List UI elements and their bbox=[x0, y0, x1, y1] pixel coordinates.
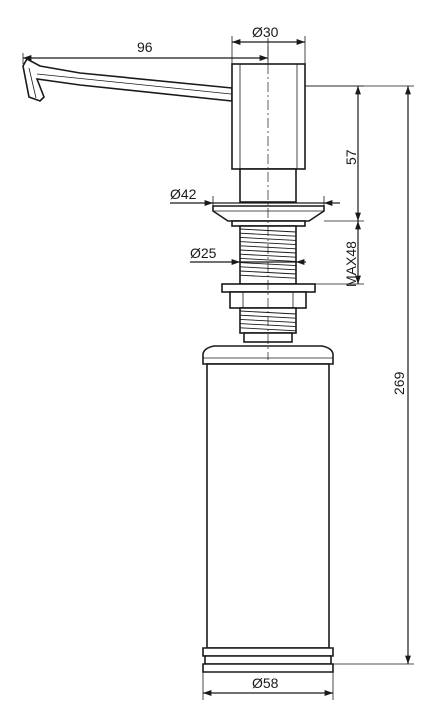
dim-bottle-diameter: Ø58 bbox=[202, 672, 334, 700]
nut-assembly bbox=[221, 283, 316, 334]
dim-label-thread-diameter: Ø25 bbox=[190, 245, 217, 261]
bottle bbox=[202, 332, 334, 673]
dim-label-head-diameter: Ø30 bbox=[252, 24, 279, 40]
dim-label-96: 96 bbox=[137, 39, 153, 55]
dim-total-height: 269 bbox=[305, 85, 414, 665]
dim-head-diameter: Ø30 bbox=[231, 24, 306, 64]
dim-head-height: 57 bbox=[305, 85, 364, 222]
thread-line bbox=[239, 236, 297, 241]
dim-label-flange-diameter: Ø42 bbox=[170, 186, 197, 202]
thread-line bbox=[239, 270, 297, 275]
dim-label-max48: MAX48 bbox=[343, 241, 359, 287]
dim-label-269: 269 bbox=[391, 371, 407, 395]
thread-line bbox=[239, 257, 297, 262]
dim-max-thickness: MAX48 bbox=[315, 221, 364, 287]
dim-label-57: 57 bbox=[343, 149, 359, 165]
thread-line bbox=[239, 241, 297, 246]
pump-head bbox=[231, 63, 306, 170]
spout bbox=[22, 57, 233, 102]
dim-thread-diameter: Ø25 bbox=[190, 245, 306, 265]
flange bbox=[212, 205, 325, 227]
dim-flange-diameter: Ø42 bbox=[170, 186, 340, 206]
dim-label-bottle-diameter: Ø58 bbox=[252, 675, 279, 691]
dim-spout-length: 96 bbox=[22, 38, 269, 64]
thread-line bbox=[239, 253, 297, 258]
